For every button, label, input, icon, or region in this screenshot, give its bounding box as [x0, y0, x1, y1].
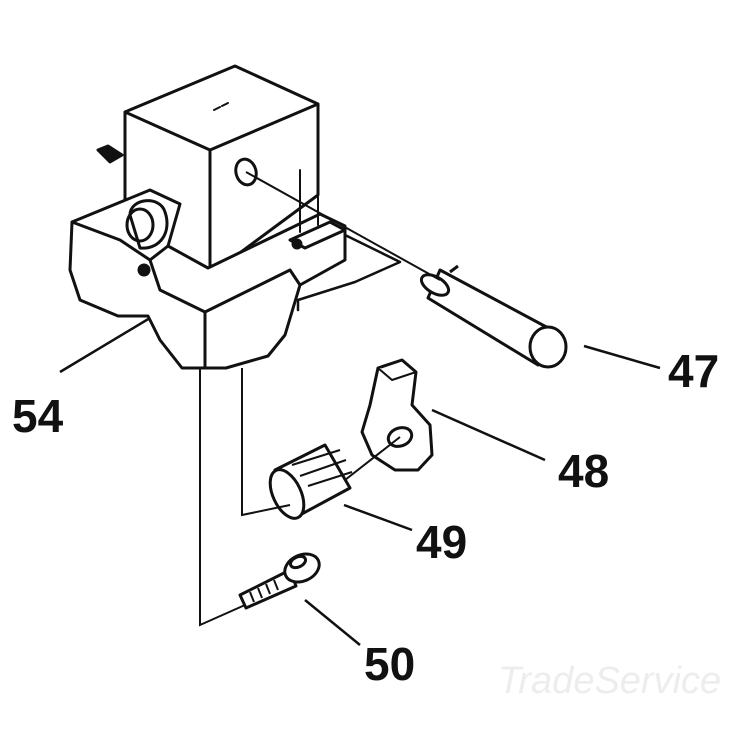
leader-49	[343, 503, 413, 532]
part-label-47: 47	[668, 345, 719, 397]
leader-54	[59, 316, 151, 374]
housing-part-54	[68, 64, 402, 370]
part-label-50: 50	[364, 638, 415, 690]
part-label-54: 54	[12, 390, 64, 442]
part-label-49: 49	[416, 516, 467, 568]
spring-part-49	[268, 443, 353, 520]
leader-47	[583, 344, 661, 370]
pin-part-47	[419, 264, 568, 369]
part-label-48: 48	[558, 445, 609, 497]
assembly-lines	[199, 171, 441, 627]
leader-50	[304, 599, 361, 646]
plate-part-48	[360, 358, 434, 472]
screw-part-50	[238, 552, 321, 610]
leader-48	[431, 408, 546, 462]
leader-lines	[59, 316, 661, 646]
watermark-text: TradeService	[498, 660, 721, 702]
